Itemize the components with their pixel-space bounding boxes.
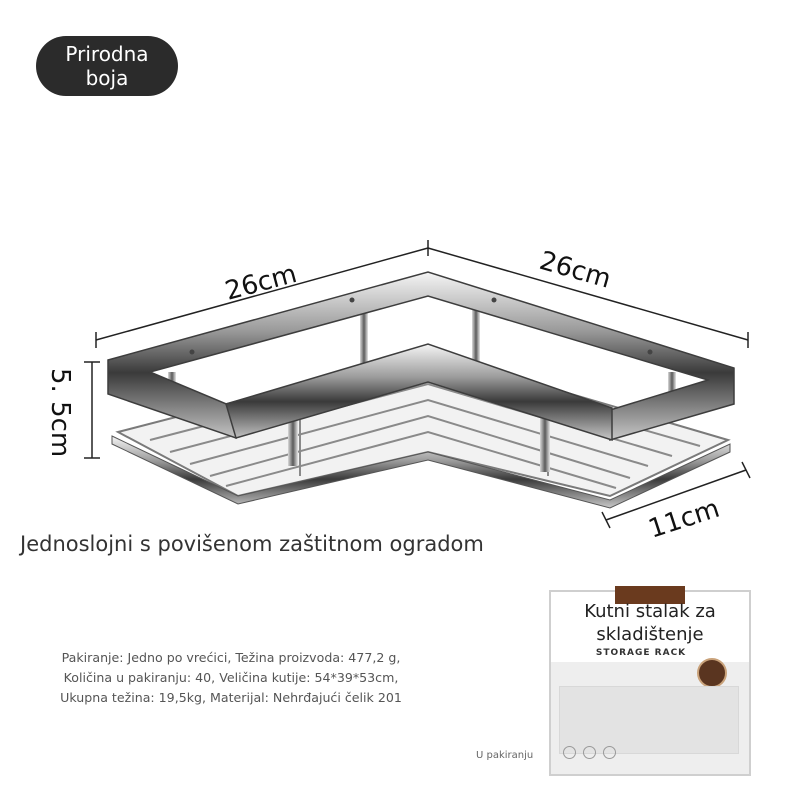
dimension-label-height: 5. 5cm bbox=[45, 368, 75, 457]
box-title-line1: Kutni stalak za bbox=[584, 601, 716, 622]
specs-line2: Količina u pakiranju: 40, Veličina kutij… bbox=[63, 670, 399, 685]
packaging-box: Kutni stalak za skladištenje STORAGE RAC… bbox=[549, 586, 751, 776]
dimension-lines bbox=[84, 240, 751, 529]
box-care-icon bbox=[563, 746, 576, 759]
dimension-label-left: 26cm bbox=[222, 259, 300, 307]
product-caption: Jednoslojni s povišenom zaštitnom ogrado… bbox=[20, 532, 484, 556]
box-lower-panel bbox=[559, 686, 739, 754]
dimension-label-right: 26cm bbox=[536, 246, 614, 295]
box-seal-icon bbox=[697, 658, 727, 688]
shelf-guard-rail bbox=[107, 271, 735, 442]
box-accent-stripe bbox=[615, 586, 685, 604]
box-title-line2: skladištenje bbox=[596, 624, 704, 645]
package-note: U pakiranju bbox=[476, 750, 534, 761]
badge-line2: boja bbox=[85, 66, 129, 90]
box-subtitle: STORAGE RACK bbox=[595, 648, 687, 658]
specs-line3: Ukupna težina: 19,5kg, Materijal: Nehrđa… bbox=[60, 690, 402, 705]
badge-line1: Prirodna bbox=[65, 42, 149, 66]
color-badge: Prirodna boja bbox=[36, 36, 178, 96]
product-specs: Pakiranje: Jedno po vrećici, Težina proi… bbox=[28, 648, 434, 708]
specs-line1: Pakiranje: Jedno po vrećici, Težina proi… bbox=[61, 650, 401, 665]
box-care-icon bbox=[583, 746, 596, 759]
box-title: Kutni stalak za skladištenje bbox=[551, 600, 749, 646]
box-care-icon bbox=[603, 746, 616, 759]
